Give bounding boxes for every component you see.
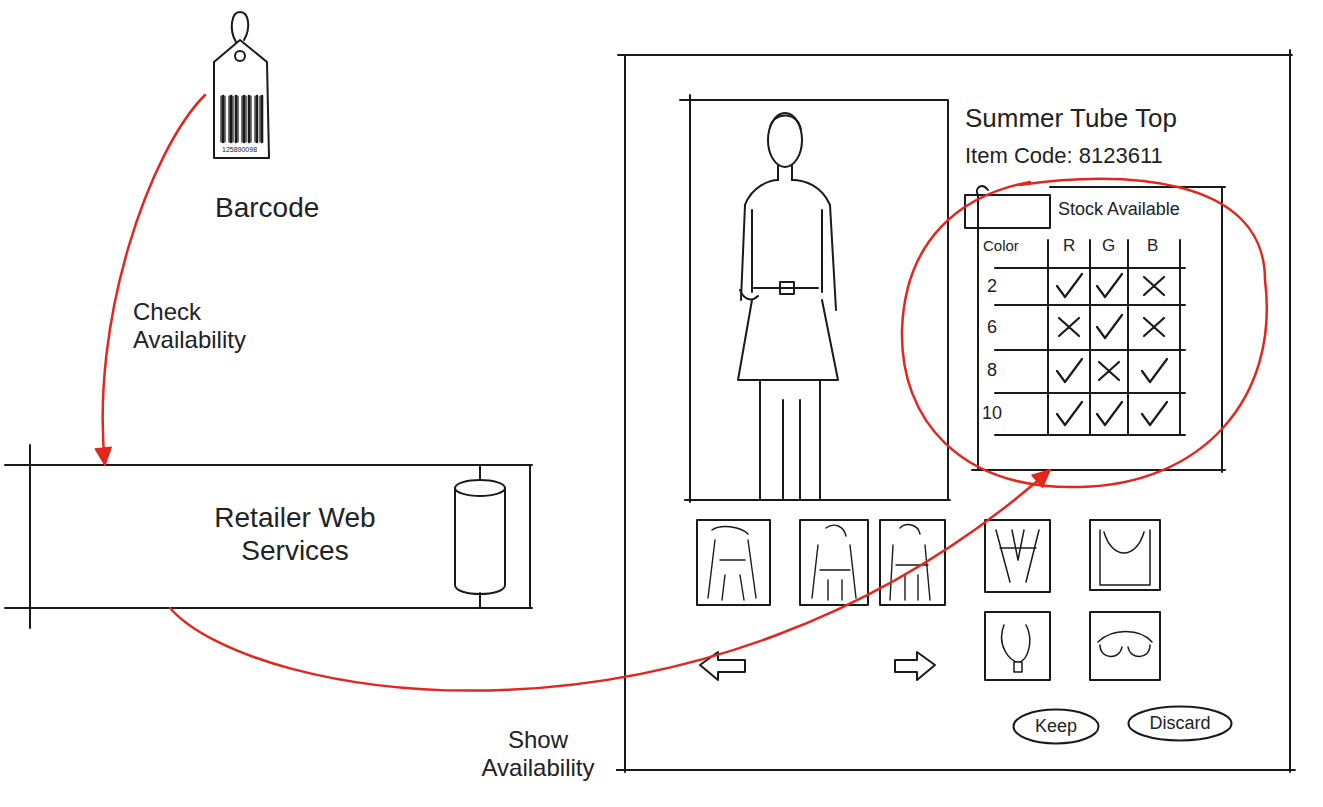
device-screen: Summer Tube TopItem Code: 8123611Stock A… (625, 55, 1290, 770)
accessory-icons (996, 530, 1039, 582)
button-outline (1014, 710, 1099, 744)
edge-label: Check Availability (130, 298, 301, 355)
database-cylinder (455, 480, 505, 496)
column-heading: B (1147, 236, 1158, 256)
web-services-box: Retailer Web Services (30, 465, 530, 608)
stock-panel-frame (972, 186, 1225, 472)
nav-arrows (700, 652, 745, 680)
edge-label: Show Availability (460, 726, 616, 783)
accessory-icons (985, 520, 1050, 592)
thumbnail-strip (812, 525, 856, 600)
row-heading: 2 (987, 276, 997, 297)
tag-drawing (232, 12, 248, 42)
flow-arrow (170, 470, 1050, 691)
column-heading: G (1102, 236, 1115, 256)
stock-panel-frame (965, 186, 1225, 472)
accessory-icons (1090, 520, 1160, 590)
service-band (5, 445, 532, 628)
row-heading: 8 (987, 360, 997, 381)
accessory-icons (1002, 625, 1030, 672)
tag-drawing (221, 96, 260, 142)
stock-marks (1057, 274, 1164, 297)
flow-arrow (103, 95, 205, 465)
stock-marks (1059, 315, 1164, 338)
database-cylinder (455, 488, 505, 594)
row-heading: 6 (987, 317, 997, 338)
accessory-icons (1098, 632, 1152, 657)
column-heading: R (1063, 236, 1075, 256)
model-figure (738, 113, 838, 500)
nav-arrows (700, 652, 935, 680)
tag-drawing (223, 96, 262, 142)
stock-grid (995, 240, 1185, 435)
button-label: Discard (1149, 713, 1210, 734)
accessory-icons (985, 520, 1160, 680)
stock-marks (1057, 274, 1167, 425)
row-heading: 10 (982, 403, 1002, 424)
database-cylinder (479, 465, 481, 608)
button-outline (1129, 707, 1232, 741)
tag-caption: Barcode (215, 191, 370, 224)
model-figure (740, 282, 818, 299)
model-figure (741, 205, 836, 310)
thumbnail-strip (880, 520, 945, 605)
item-code: Item Code: 8123611 (965, 143, 1285, 169)
accessory-icons (1090, 612, 1160, 680)
thumbnail-strip (697, 520, 945, 605)
stock-grid (995, 268, 1185, 435)
device-frame (615, 50, 1295, 772)
tag-drawing (235, 51, 245, 61)
panel-heading: Stock Available (1058, 199, 1218, 220)
discard-button: Discard (1127, 705, 1233, 742)
stock-grid (1048, 240, 1180, 435)
barcode-digits: 125890098 (222, 146, 268, 154)
model-figure (738, 300, 838, 380)
thumbnail-strip (800, 520, 868, 605)
nav-arrows (895, 652, 935, 680)
service-name: Retailer Web Services (180, 501, 410, 567)
thumbnail-strip (708, 527, 756, 600)
arrow-head (95, 447, 111, 465)
device-frame (680, 95, 950, 502)
product-title: Summer Tube Top (965, 103, 1285, 134)
stock-marks (1057, 402, 1167, 425)
tag-drawing (214, 12, 269, 158)
accessory-icons (985, 612, 1050, 680)
thumbnail-strip (697, 520, 770, 605)
accessory-icons (1100, 530, 1150, 585)
stock-marks (1057, 359, 1167, 382)
service-band (5, 445, 532, 628)
highlight-loop (902, 179, 1267, 487)
model-figure (770, 116, 801, 181)
keep-button: Keep (1012, 708, 1100, 745)
model-figure (745, 180, 830, 205)
button-label: Keep (1035, 716, 1077, 737)
database-cylinder (455, 465, 505, 608)
stock-panel: Stock Available (970, 185, 1225, 470)
model-figure (760, 380, 820, 500)
tag-drawing (214, 40, 269, 158)
device-frame (615, 50, 1295, 772)
barcode-tag: 125890098Barcode (205, 5, 375, 240)
column-heading: Color (983, 237, 1019, 255)
arrow-head (1032, 470, 1050, 487)
